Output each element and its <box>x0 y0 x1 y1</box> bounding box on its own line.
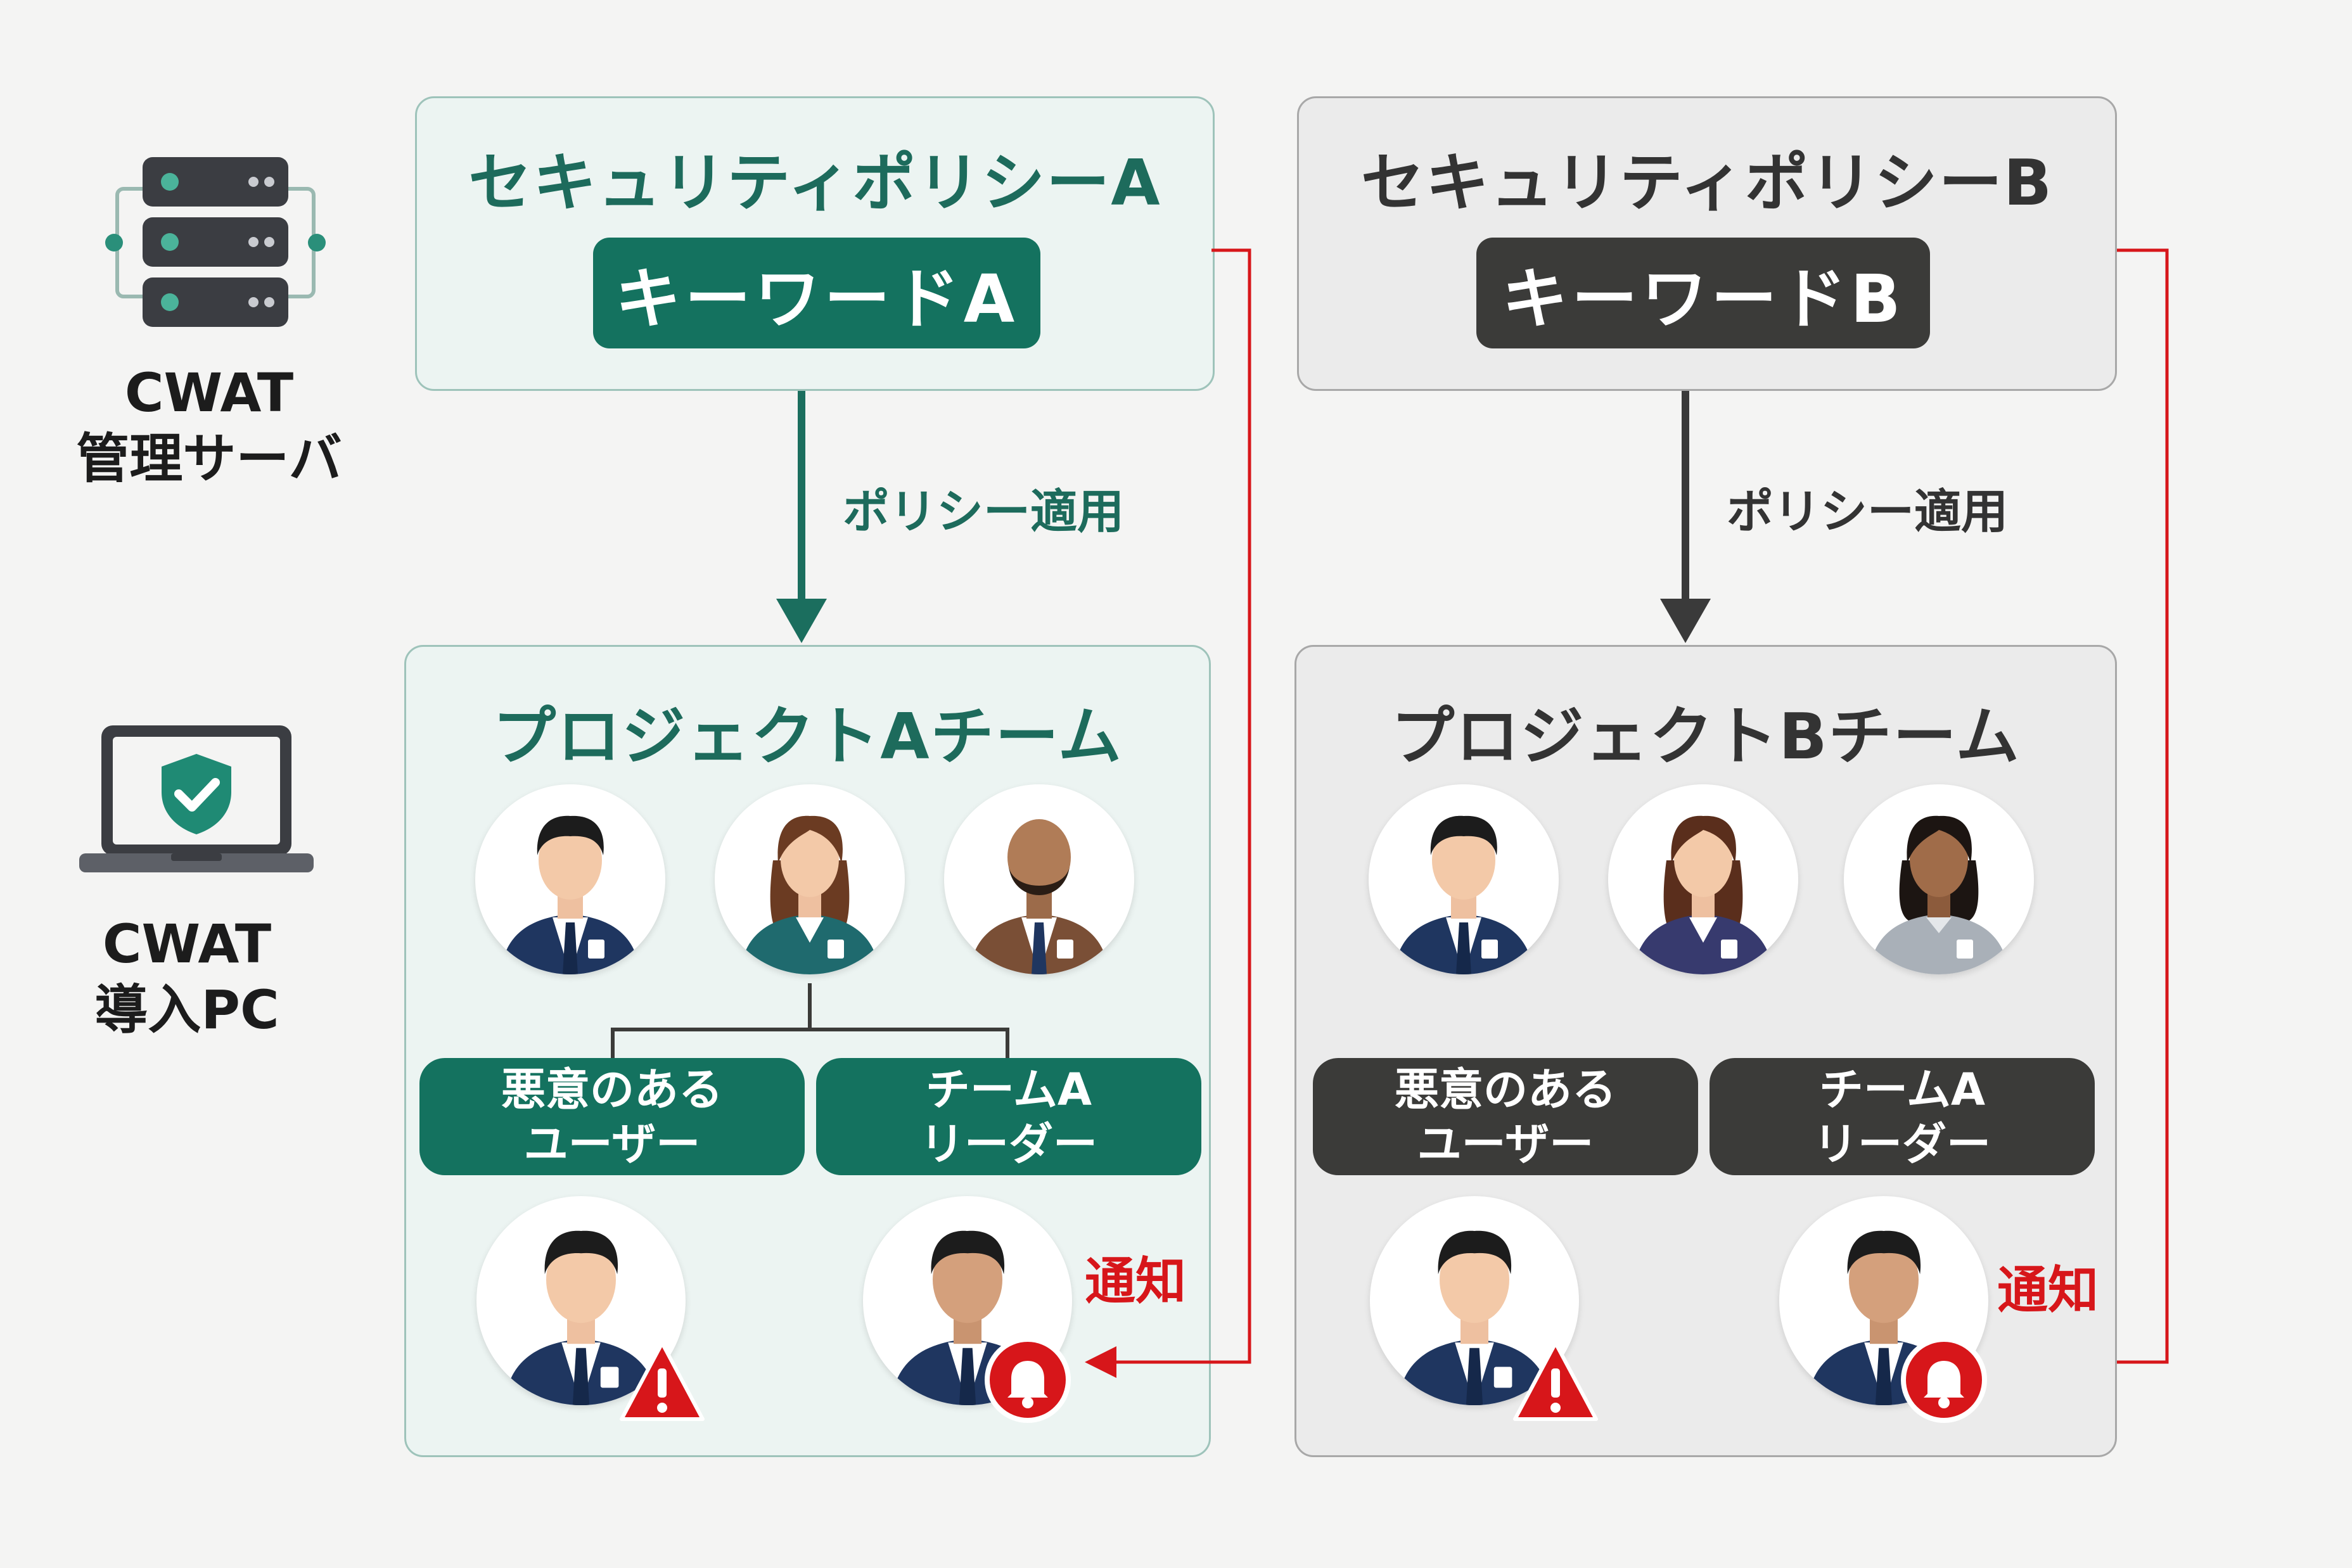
policy-b-box: セキュリティポリシーB キーワードB <box>1297 96 2117 391</box>
policy-b-title: セキュリティポリシーB <box>1360 146 2054 220</box>
team-a-member-3-avatar <box>944 784 1134 974</box>
team-b-malicious-role-line1: 悪意のある <box>1395 1063 1616 1116</box>
bell-icon <box>983 1335 1072 1424</box>
team-a-leader-role-line2: リーダー <box>920 1118 1097 1170</box>
team-a-malicious-role-line1: 悪意のある <box>501 1063 723 1116</box>
policy-a-title: セキュリティポリシーA <box>468 146 1161 220</box>
team-b-leader-role: チームA リーダー <box>1710 1058 2095 1175</box>
team-b-title: プロジェクトBチーム <box>1391 699 2021 774</box>
policy-b-keyword: キーワードB <box>1476 238 1930 348</box>
team-a-leader-role-line1: チームA <box>925 1063 1092 1116</box>
policy-a-keyword: キーワードA <box>593 238 1040 348</box>
team-b-member-1-avatar <box>1369 784 1559 974</box>
team-b-leader-role-line2: リーダー <box>1813 1118 1991 1170</box>
team-a-title: プロジェクトAチーム <box>492 699 1123 774</box>
team-a-malicious-role-line2: ユーザー <box>523 1118 701 1170</box>
pc-label: CWAT 導入PC <box>29 911 345 1043</box>
warning-icon <box>618 1338 706 1427</box>
server-label-line2: 管理サーバ <box>76 428 342 490</box>
team-b-member-2-avatar <box>1608 784 1798 974</box>
team-b-notify-label: 通知 <box>1997 1261 2099 1320</box>
server-label: CWAT 管理サーバ <box>51 360 368 492</box>
team-a-malicious-role: 悪意のある ユーザー <box>419 1058 805 1175</box>
pc-label-line1: CWAT <box>102 913 272 975</box>
team-a-member-2-avatar <box>715 784 905 974</box>
team-a-member-1-avatar <box>475 784 665 974</box>
team-a-leader-role: チームA リーダー <box>816 1058 1201 1175</box>
pc-label-line2: 導入PC <box>94 979 279 1041</box>
bell-icon <box>1900 1335 1988 1424</box>
team-b-leader-role-line1: チームA <box>1818 1063 1986 1116</box>
policy-a-box: セキュリティポリシーA キーワードA <box>415 96 1215 391</box>
team-a-notify-label: 通知 <box>1085 1252 1186 1311</box>
policy-a-apply-label: ポリシー適用 <box>843 485 1124 539</box>
server-label-line1: CWAT <box>124 362 294 424</box>
team-b-malicious-role: 悪意のある ユーザー <box>1313 1058 1698 1175</box>
server-icon <box>105 157 326 327</box>
policy-b-apply-label: ポリシー適用 <box>1727 485 2008 539</box>
warning-icon <box>1511 1338 1600 1427</box>
team-b-member-3-avatar <box>1844 784 2034 974</box>
laptop-shield-icon <box>79 725 314 872</box>
team-b-malicious-role-line2: ユーザー <box>1417 1118 1594 1170</box>
